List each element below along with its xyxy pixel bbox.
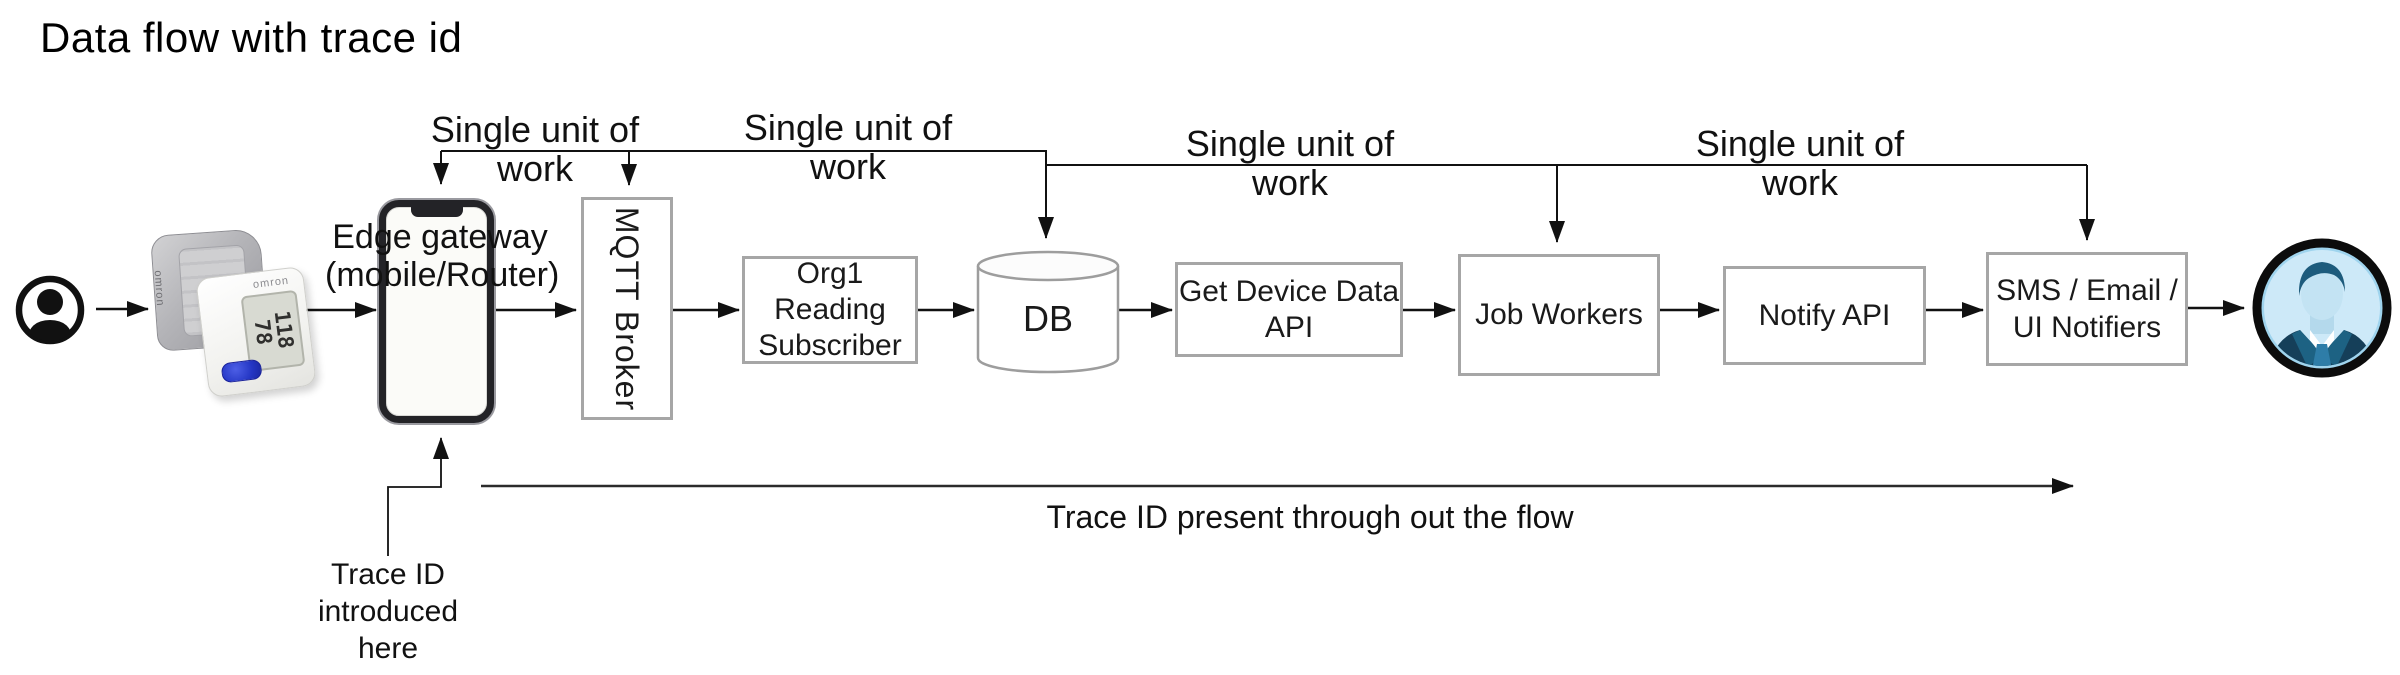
trace-id-introduced-label: Trace ID introduced here	[317, 558, 459, 665]
single-unit-of-work-label-3: Single unit of work	[1185, 123, 1395, 203]
get-device-data-api-node: Get Device Data API	[1175, 262, 1403, 357]
db-node-label: DB	[1022, 297, 1073, 339]
job-workers-node: Job Workers	[1458, 254, 1660, 376]
bracket-lines	[433, 150, 2095, 243]
bp-device-brand: omron	[252, 274, 290, 291]
db-cylinder-icon	[976, 250, 1120, 374]
diagram-title: Data flow with trace id	[40, 14, 463, 61]
notify-api-node: Notify API	[1723, 266, 1926, 365]
bp-cuff-brand: omron	[151, 270, 167, 307]
mqtt-broker-node: MQTT Broker	[581, 197, 673, 420]
bp-device: omron 118 78	[195, 265, 317, 399]
single-unit-of-work-label-2: Single unit of work	[743, 107, 953, 187]
edge-gateway-phone-icon	[379, 200, 494, 423]
org1-reading-subscriber-node: Org1 Reading Subscriber	[742, 256, 918, 364]
flow-arrows	[96, 300, 2245, 318]
single-unit-of-work-label-1: Single unit of work	[430, 109, 640, 189]
phone-notch	[410, 206, 463, 217]
user-avatar-icon	[2252, 238, 2392, 378]
bp-start-button-icon	[220, 358, 263, 384]
trace-id-flow-label: Trace ID present through out the flow	[1046, 499, 1574, 535]
edge-gateway-label: Edge gateway (mobile/Router)	[325, 218, 560, 294]
person-icon	[15, 275, 85, 345]
single-unit-of-work-label-4: Single unit of work	[1695, 123, 1905, 203]
mqtt-broker-label: MQTT Broker	[609, 206, 646, 411]
blood-pressure-monitor-image: omron omron 118 78	[150, 226, 317, 408]
sms-email-ui-notifiers-node: SMS / Email / UI Notifiers	[1986, 252, 2188, 366]
bp-reading-diastolic: 78	[249, 318, 277, 347]
trace-intro-arrow	[387, 437, 449, 556]
